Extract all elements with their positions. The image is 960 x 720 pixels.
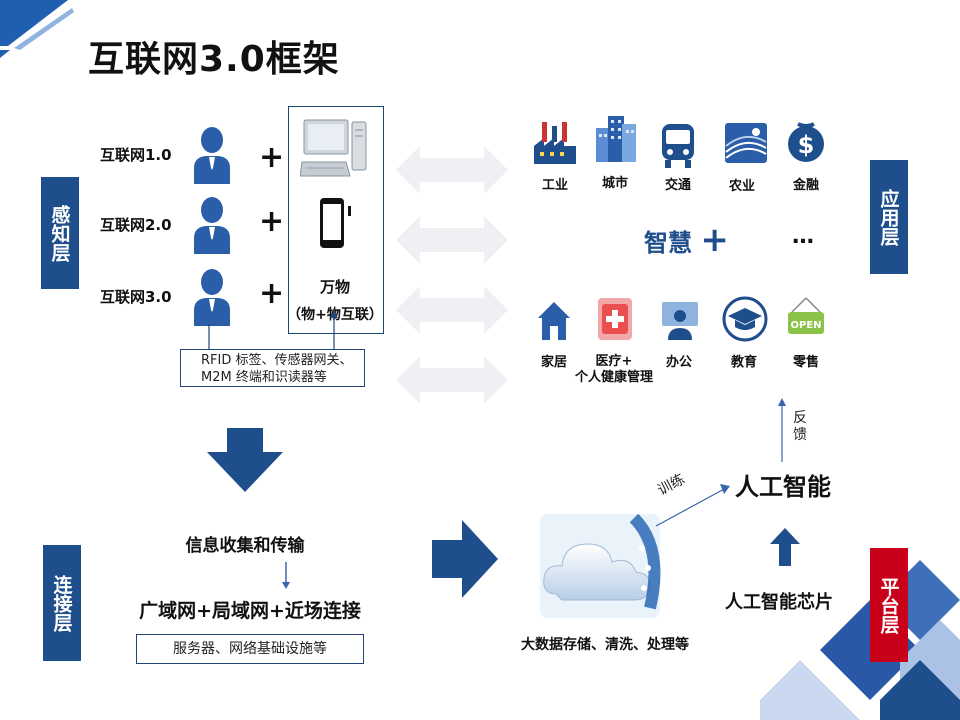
- app-label-health: 个人健康管理: [574, 370, 653, 385]
- app-label-transport: 交通: [664, 178, 691, 193]
- row-label-internet-1: 互联网1.0: [100, 146, 172, 164]
- app-label-medical: 医疗+: [595, 354, 633, 369]
- layer-platform: 平台层: [870, 548, 908, 662]
- farm-icon: [725, 123, 767, 163]
- computer-icon: [300, 119, 367, 177]
- svg-text:$: $: [798, 131, 815, 159]
- page-title: 互联网3.0框架: [88, 39, 340, 80]
- graduation-cap-icon: [722, 296, 768, 342]
- bidirectional-arrows: [396, 146, 508, 404]
- city-icon: [596, 116, 636, 162]
- bigdata-label: 大数据存储、清洗、处理等: [521, 637, 689, 653]
- smart-text: 智慧: [644, 229, 692, 257]
- down-arrow-icon: [207, 428, 283, 492]
- devices-line-2: M2M 终端和识读器等: [201, 370, 327, 385]
- person-icon: [194, 127, 230, 184]
- app-label-home: 家居: [540, 355, 567, 370]
- office-icon: [662, 302, 698, 340]
- row-label-internet-3: 互联网3.0: [100, 288, 172, 306]
- right-arrow-icon: [432, 520, 498, 598]
- app-label-education: 教育: [730, 355, 757, 370]
- cloud-data-icon: [540, 513, 661, 618]
- person-icon: [194, 269, 230, 326]
- collect-transmit-label: 信息收集和传输: [185, 536, 305, 556]
- app-label-industry: 工业: [541, 178, 568, 193]
- plus-sign: +: [259, 140, 285, 175]
- mobile-phone-icon: [320, 198, 351, 248]
- app-label-retail: 零售: [792, 355, 819, 370]
- layer-application: 应用层: [870, 160, 908, 274]
- app-label-finance: 金融: [792, 178, 819, 193]
- layer-perception: 感知层: [41, 177, 79, 289]
- devices-connector: [208, 310, 338, 350]
- devices-box: RFID 标签、传感器网关、 M2M 终端和识读器等: [180, 349, 365, 387]
- infra-box: 服务器、网络基础设施等: [136, 634, 364, 664]
- devices-line-1: RFID 标签、传感器网关、: [201, 353, 353, 368]
- ai-label: 人工智能: [735, 473, 831, 501]
- row-label-internet-2: 互联网2.0: [100, 216, 172, 234]
- smart-label: 智慧 +: [644, 220, 729, 260]
- plus-sign: +: [259, 276, 285, 311]
- feedback-label: 反馈: [793, 410, 807, 443]
- open-sign-icon: OPEN: [788, 297, 824, 334]
- feedback-arrow: [778, 398, 786, 462]
- house-icon: [538, 302, 570, 340]
- small-down-arrow-icon: [282, 562, 290, 589]
- up-arrow-icon: [770, 528, 800, 566]
- layer-connection: 连接层: [43, 545, 81, 661]
- factory-icon: [534, 122, 576, 164]
- more-ellipsis: …: [792, 224, 814, 249]
- app-label-office: 办公: [665, 355, 692, 370]
- svg-text:OPEN: OPEN: [790, 320, 821, 331]
- app-label-city: 城市: [601, 176, 628, 191]
- network-label: 广域网+局域网+近场连接: [139, 600, 361, 622]
- train-arrow: [655, 484, 730, 527]
- bus-icon: [662, 124, 694, 168]
- plus-sign: +: [259, 204, 285, 239]
- corner-decoration-top-left: [0, 0, 74, 58]
- smart-plus: +: [700, 220, 729, 260]
- medical-kit-icon: [598, 298, 632, 340]
- person-icon: [194, 197, 230, 254]
- ai-chip-label: 人工智能芯片: [725, 592, 833, 613]
- app-label-agriculture: 农业: [728, 179, 755, 194]
- corner-decoration-bottom-right: [760, 560, 960, 720]
- things-title: 万物: [319, 278, 350, 296]
- money-icon: $: [788, 122, 824, 162]
